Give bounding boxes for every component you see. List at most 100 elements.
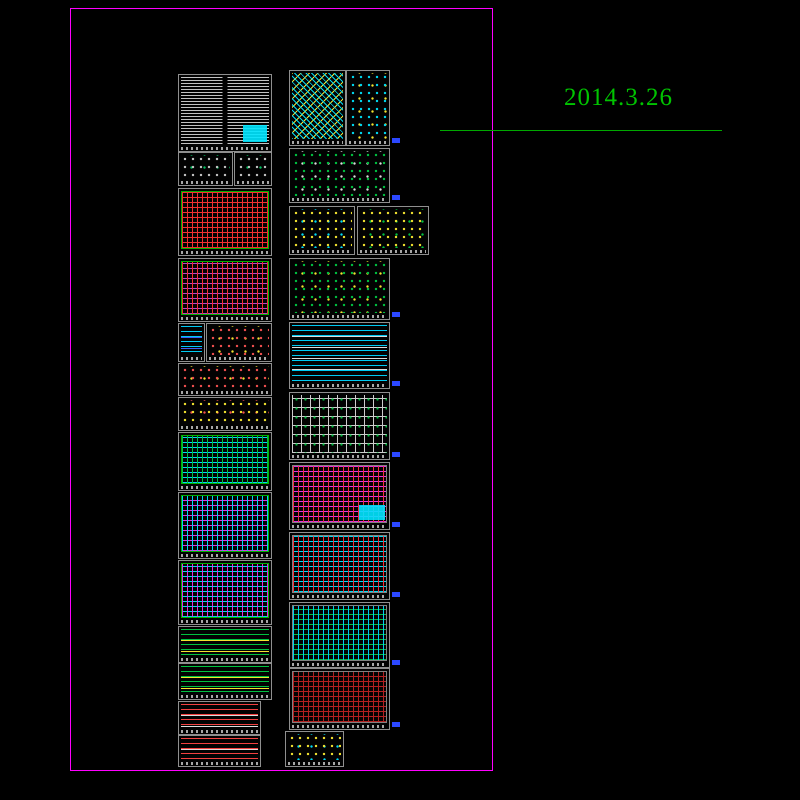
sheet-titleblock [181, 486, 269, 489]
sheet-titleblock [181, 251, 269, 254]
sheet-titleblock [181, 695, 269, 698]
sheet-titleblock [237, 181, 269, 184]
sheet-titleblock [360, 250, 426, 253]
layout-stamp [392, 381, 400, 386]
sheet-graphics [181, 155, 230, 179]
sheet-graphics [292, 671, 387, 723]
date-underline [440, 130, 722, 131]
sheet-graphics [181, 400, 269, 424]
sheet-graphics [181, 738, 258, 760]
sheet-graphics [292, 395, 387, 453]
drawing-sheet-28[interactable] [289, 668, 400, 730]
drawing-sheet-16[interactable] [178, 735, 261, 767]
layout-stamp [392, 312, 400, 317]
drawing-sheet-6[interactable] [178, 323, 205, 362]
sheet-graphics [360, 209, 426, 248]
sheet-graphics [181, 666, 269, 693]
sheet-graphics [288, 734, 341, 760]
sheet-titleblock [181, 730, 258, 733]
sheet-highlight-patch [243, 125, 267, 142]
sheet-titleblock [181, 426, 269, 429]
sheet-graphics [181, 629, 269, 656]
sheet-titleblock [181, 317, 269, 320]
sheet-titleblock [292, 384, 387, 387]
sheet-graphics [181, 704, 258, 728]
sheet-titleblock [181, 357, 202, 360]
drawing-sheet-20[interactable] [289, 206, 355, 255]
sheet-graphics [181, 366, 269, 389]
layout-stamp [392, 138, 400, 143]
layout-stamp [392, 522, 400, 527]
sheet-graphics [292, 605, 387, 661]
drawing-sheet-14[interactable] [178, 663, 272, 700]
drawing-sheet-11[interactable] [178, 492, 272, 559]
drawing-sheet-24[interactable] [289, 392, 400, 460]
sheet-titleblock [181, 147, 269, 150]
sheet-highlight-patch [359, 505, 385, 520]
sheet-titleblock [349, 141, 387, 144]
sheet-graphics [181, 191, 269, 249]
drawing-sheet-10[interactable] [178, 432, 272, 491]
sheet-titleblock [181, 762, 258, 765]
sheet-titleblock [292, 250, 352, 253]
layout-stamp [392, 722, 400, 727]
sheet-graphics [181, 326, 202, 355]
drawing-sheet-29[interactable] [285, 731, 344, 767]
sheet-graphics [292, 151, 387, 196]
sheet-titleblock [181, 181, 230, 184]
sheet-titleblock [292, 198, 387, 201]
drawing-sheet-19[interactable] [289, 148, 400, 203]
drawing-sheet-4[interactable] [178, 188, 272, 256]
sheet-titleblock [292, 315, 387, 318]
sheet-graphics [181, 563, 269, 618]
sheet-graphics [237, 155, 269, 179]
sheet-graphics [292, 325, 387, 382]
layout-stamp [392, 660, 400, 665]
sheet-titleblock [292, 525, 387, 528]
drawing-sheet-5[interactable] [178, 258, 272, 322]
drawing-sheet-22[interactable] [289, 258, 400, 320]
sheet-titleblock [292, 725, 387, 728]
drawing-sheet-23[interactable] [289, 322, 400, 389]
sheet-graphics [209, 326, 269, 355]
drawing-sheet-15[interactable] [178, 701, 261, 735]
sheet-graphics [292, 73, 343, 139]
sheet-graphics [292, 261, 387, 313]
sheet-titleblock [292, 663, 387, 666]
layout-stamp [392, 195, 400, 200]
drawing-sheet-17[interactable] [289, 70, 356, 146]
drawing-sheet-27[interactable] [289, 602, 400, 668]
sheet-graphics [181, 495, 269, 552]
drawing-sheet-3[interactable] [234, 152, 272, 186]
sheet-titleblock [181, 391, 269, 394]
sheet-titleblock [292, 141, 343, 144]
drawing-sheet-2[interactable] [178, 152, 233, 186]
drawing-sheet-21[interactable] [357, 206, 429, 255]
drawing-sheet-1[interactable] [178, 74, 272, 152]
sheet-titleblock [181, 620, 269, 623]
sheet-titleblock [288, 762, 341, 765]
sheet-titleblock [292, 595, 387, 598]
sheet-graphics [349, 73, 387, 139]
drawing-sheet-25[interactable] [289, 462, 400, 530]
sheet-titleblock [181, 554, 269, 557]
drawing-boundary [70, 8, 493, 771]
sheet-graphics [181, 261, 269, 315]
sheet-graphics [292, 209, 352, 248]
drawing-sheet-7[interactable] [206, 323, 272, 362]
date-annotation: 2014.3.26 [564, 84, 673, 111]
layout-stamp [392, 592, 400, 597]
sheet-graphics [181, 435, 269, 484]
sheet-titleblock [292, 455, 387, 458]
drawing-sheet-12[interactable] [178, 560, 272, 625]
layout-stamp [392, 452, 400, 457]
sheet-titleblock [181, 658, 269, 661]
drawing-sheet-9[interactable] [178, 397, 272, 431]
sheet-titleblock [209, 357, 269, 360]
sheet-graphics [292, 535, 387, 593]
drawing-sheet-26[interactable] [289, 532, 400, 600]
drawing-sheet-18[interactable] [346, 70, 400, 146]
drawing-sheet-13[interactable] [178, 626, 272, 663]
drawing-sheet-8[interactable] [178, 363, 272, 396]
